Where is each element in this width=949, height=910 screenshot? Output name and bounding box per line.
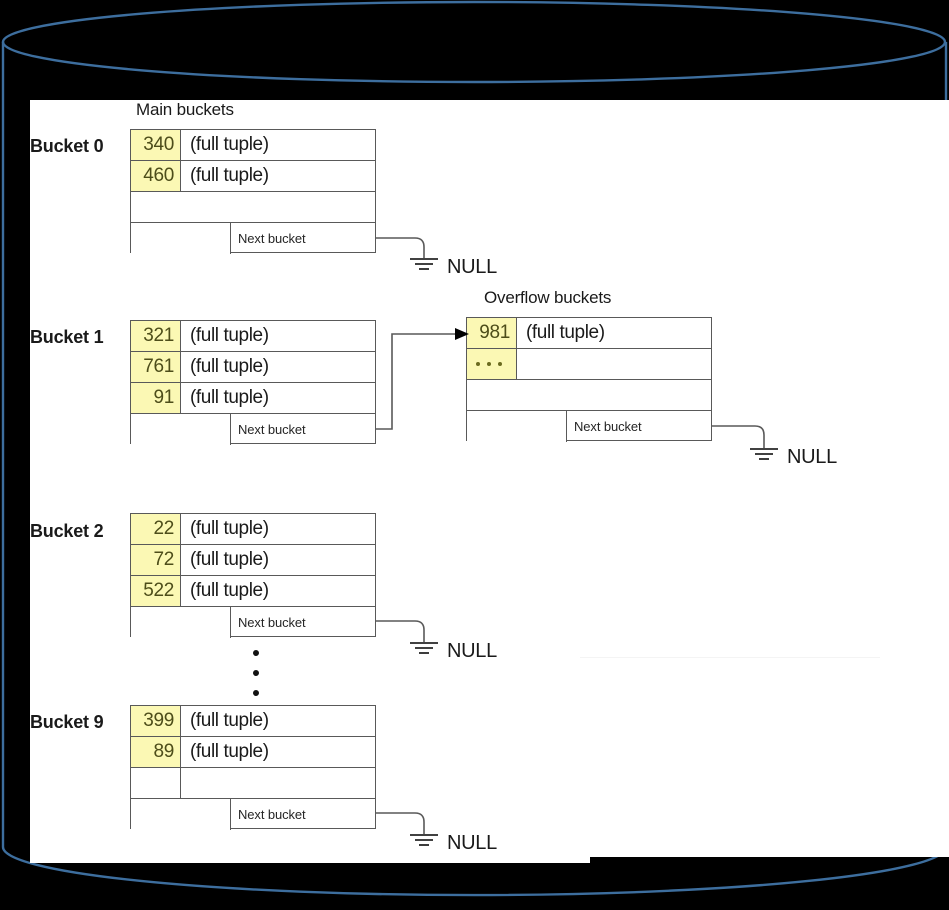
bucket-key-cell: 91: [131, 383, 181, 413]
bucket-tuple-cell: (full tuple): [190, 580, 269, 601]
overflow-row-ellipsis[interactable]: [467, 349, 711, 380]
bucket-next-row[interactable]: Next bucket: [131, 607, 375, 638]
scan-artifact: [580, 657, 880, 658]
overflow-buckets-heading: Overflow buckets: [484, 288, 612, 307]
bucket-label-1: Bucket 1: [30, 327, 104, 347]
bucket-table-1[interactable]: 321 (full tuple) 761 (full tuple) 91 (fu…: [130, 320, 376, 445]
bucket-next-spacer: [131, 607, 231, 638]
bucket-tuple-cell: (full tuple): [190, 549, 269, 570]
bucket-tuple-cell: (full tuple): [190, 356, 269, 377]
next-bucket-label: Next bucket: [238, 422, 306, 437]
bucket-row[interactable]: 460 (full tuple): [131, 161, 375, 192]
bucket-key-cell-empty: [131, 192, 181, 222]
overflow-tuple-cell: (full tuple): [526, 322, 605, 343]
bucket-key-cell: 460: [131, 161, 181, 191]
bucket-label-9: Bucket 9: [30, 712, 104, 732]
bucket-key-cell: 22: [131, 514, 181, 544]
bucket-key-cell: 522: [131, 576, 181, 606]
bucket-row[interactable]: 72 (full tuple): [131, 545, 375, 576]
bucket-tuple-cell: (full tuple): [190, 710, 269, 731]
next-bucket-label: Next bucket: [238, 231, 306, 246]
overflow-key-cell-ellipsis: [467, 349, 517, 379]
bucket-row[interactable]: 340 (full tuple): [131, 130, 375, 161]
bucket-table-9[interactable]: 399 (full tuple) 89 (full tuple) Next bu…: [130, 705, 376, 830]
next-bucket-label: Next bucket: [238, 807, 306, 822]
bucket-table-0[interactable]: 340 (full tuple) 460 (full tuple) Next b…: [130, 129, 376, 254]
overflow-key-cell-empty: [467, 380, 517, 410]
bucket-tuple-cell-empty: [181, 192, 375, 222]
ellipsis-dots-icon: [467, 349, 510, 379]
null-terminator-label-1: NULL: [787, 446, 837, 468]
bucket-label-2: Bucket 2: [30, 521, 104, 541]
bucket-key-cell: 72: [131, 545, 181, 575]
bucket-table-2[interactable]: 22 (full tuple) 72 (full tuple) 522 (ful…: [130, 513, 376, 638]
overflow-bucket-table-1[interactable]: 981 (full tuple) Next bucket: [466, 317, 712, 442]
bucket-tuple-cell: (full tuple): [190, 165, 269, 186]
bucket-key-cell: 340: [131, 130, 181, 160]
bucket-tuple-cell: (full tuple): [190, 518, 269, 539]
bucket-next-spacer: [131, 414, 231, 445]
bucket-next-spacer: [131, 799, 231, 830]
bucket-row[interactable]: 321 (full tuple): [131, 321, 375, 352]
bucket-key-cell: 89: [131, 737, 181, 767]
null-terminator-label-0: NULL: [447, 256, 497, 278]
next-bucket-label: Next bucket: [238, 615, 306, 630]
bucket-tuple-cell: (full tuple): [190, 387, 269, 408]
bucket-row[interactable]: 761 (full tuple): [131, 352, 375, 383]
vertical-ellipsis-icon: [253, 650, 259, 696]
bucket-key-cell: 321: [131, 321, 181, 351]
content-panel-extension: [30, 857, 590, 863]
bucket-row-empty[interactable]: [131, 768, 375, 799]
bucket-label-0: Bucket 0: [30, 136, 104, 156]
bucket-tuple-cell: (full tuple): [190, 134, 269, 155]
bucket-next-row[interactable]: Next bucket: [131, 223, 375, 254]
bucket-row[interactable]: 522 (full tuple): [131, 576, 375, 607]
next-bucket-label: Next bucket: [574, 419, 642, 434]
null-terminator-label-2: NULL: [447, 640, 497, 662]
bucket-row[interactable]: 22 (full tuple): [131, 514, 375, 545]
overflow-tuple-cell-empty: [517, 380, 711, 410]
overflow-key-cell: 981: [467, 318, 517, 348]
overflow-row[interactable]: 981 (full tuple): [467, 318, 711, 349]
bucket-row[interactable]: 91 (full tuple): [131, 383, 375, 414]
bucket-row[interactable]: 89 (full tuple): [131, 737, 375, 768]
bucket-next-row[interactable]: Next bucket: [131, 414, 375, 445]
bucket-tuple-cell-empty: [181, 768, 375, 798]
bucket-row-empty[interactable]: [131, 192, 375, 223]
bucket-row[interactable]: 399 (full tuple): [131, 706, 375, 737]
bucket-key-cell: 399: [131, 706, 181, 736]
null-terminator-label-3: NULL: [447, 832, 497, 854]
main-buckets-heading: Main buckets: [136, 100, 234, 119]
overflow-row-empty[interactable]: [467, 380, 711, 411]
bucket-next-row[interactable]: Next bucket: [131, 799, 375, 830]
overflow-tuple-cell-empty: [517, 349, 711, 379]
bucket-key-cell: 761: [131, 352, 181, 382]
bucket-tuple-cell: (full tuple): [190, 741, 269, 762]
overflow-next-spacer: [467, 411, 567, 442]
bucket-tuple-cell: (full tuple): [190, 325, 269, 346]
bucket-key-cell-empty: [131, 768, 181, 798]
bucket-next-spacer: [131, 223, 231, 254]
overflow-next-row[interactable]: Next bucket: [467, 411, 711, 442]
